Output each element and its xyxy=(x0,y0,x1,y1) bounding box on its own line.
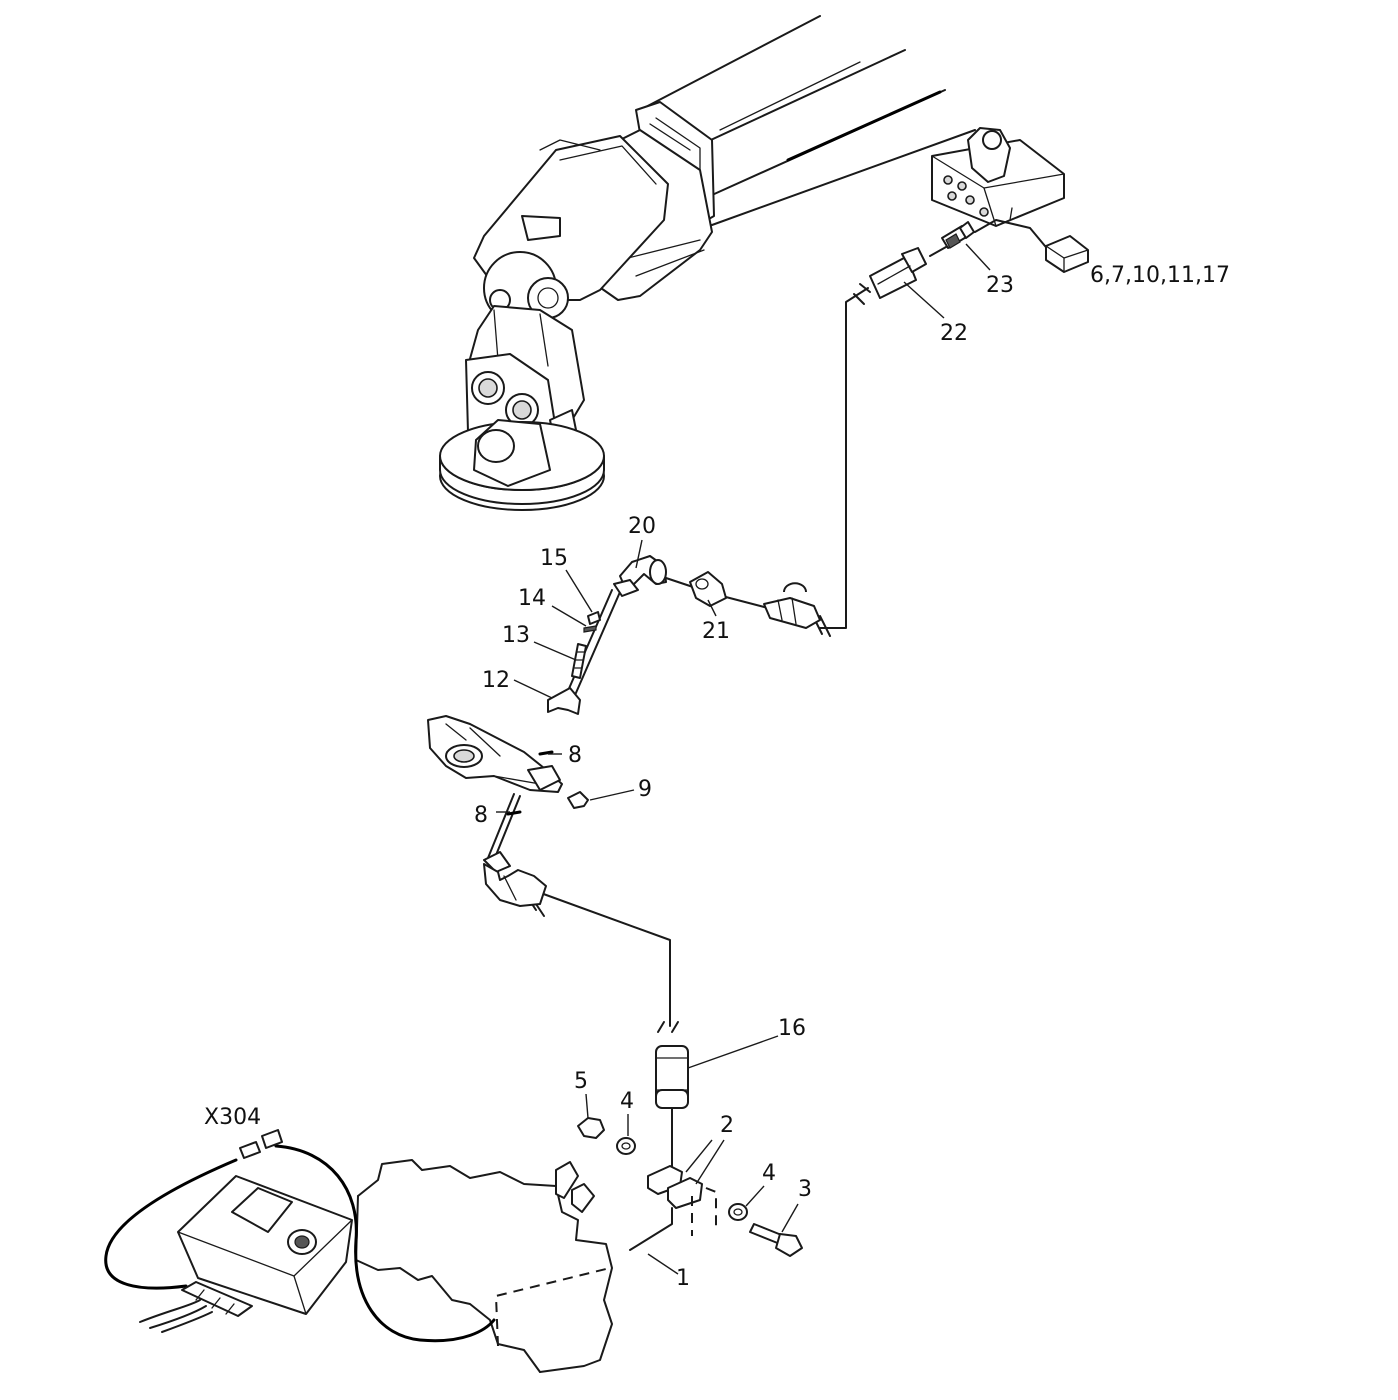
clamp-block-12 xyxy=(547,687,581,715)
callout-8-lower: 8 xyxy=(474,803,488,828)
stud-13 xyxy=(571,643,587,679)
washer-4-left xyxy=(616,1137,636,1155)
ring-8-lower xyxy=(506,810,522,816)
callout-5: 5 xyxy=(574,1069,588,1094)
callout-16: 16 xyxy=(778,1016,806,1041)
callout-21: 21 xyxy=(702,619,730,644)
callout-22: 22 xyxy=(940,321,968,346)
callout-20: 20 xyxy=(628,514,656,539)
crane-boom-assembly xyxy=(439,15,976,511)
fittings xyxy=(483,221,1089,1257)
connector-box xyxy=(1045,235,1089,273)
washer-14 xyxy=(583,625,597,633)
boom-head-bracket xyxy=(931,127,1065,227)
leader-lines xyxy=(496,243,991,1275)
callout-4-left: 4 xyxy=(620,1089,634,1114)
adapter-21 xyxy=(689,571,727,607)
cap-9 xyxy=(567,791,589,809)
callout-2: 2 xyxy=(720,1113,734,1138)
callout-6-7-10-11-17: 6,7,10,11,17 xyxy=(1090,263,1230,288)
coupling-22 xyxy=(869,247,927,299)
clamp-half-2b xyxy=(667,1177,703,1209)
sensor-23 xyxy=(941,221,975,249)
callout-4-right: 4 xyxy=(762,1161,776,1186)
callout-15: 15 xyxy=(540,546,568,571)
elbow-20 xyxy=(613,555,667,597)
hose-end xyxy=(763,582,821,629)
mount-plate xyxy=(427,715,563,793)
callout-9: 9 xyxy=(638,777,652,802)
control-valve xyxy=(355,1159,613,1373)
callout-23: 23 xyxy=(986,273,1014,298)
washer-4-right xyxy=(728,1203,748,1221)
ring-8-upper xyxy=(538,750,554,756)
callout-1: 1 xyxy=(676,1266,690,1291)
lower-elbow xyxy=(483,851,547,907)
callout-8-upper: 8 xyxy=(568,743,582,768)
callout-3: 3 xyxy=(798,1177,812,1202)
bolt-3 xyxy=(749,1223,803,1257)
callout-labels: 1 2 3 4 4 5 8 8 9 12 13 14 15 16 20 21 2… xyxy=(204,263,1230,1291)
callout-12: 12 xyxy=(482,668,510,693)
callout-14: 14 xyxy=(518,586,546,611)
callout-13: 13 xyxy=(502,623,530,648)
hose-sleeve-16 xyxy=(655,1045,689,1109)
mount-bracket-dashed xyxy=(691,1187,717,1236)
control-unit-x304 xyxy=(104,1129,496,1343)
cap-15 xyxy=(587,611,601,625)
nut-5 xyxy=(577,1117,605,1139)
callout-x304: X304 xyxy=(204,1105,261,1130)
